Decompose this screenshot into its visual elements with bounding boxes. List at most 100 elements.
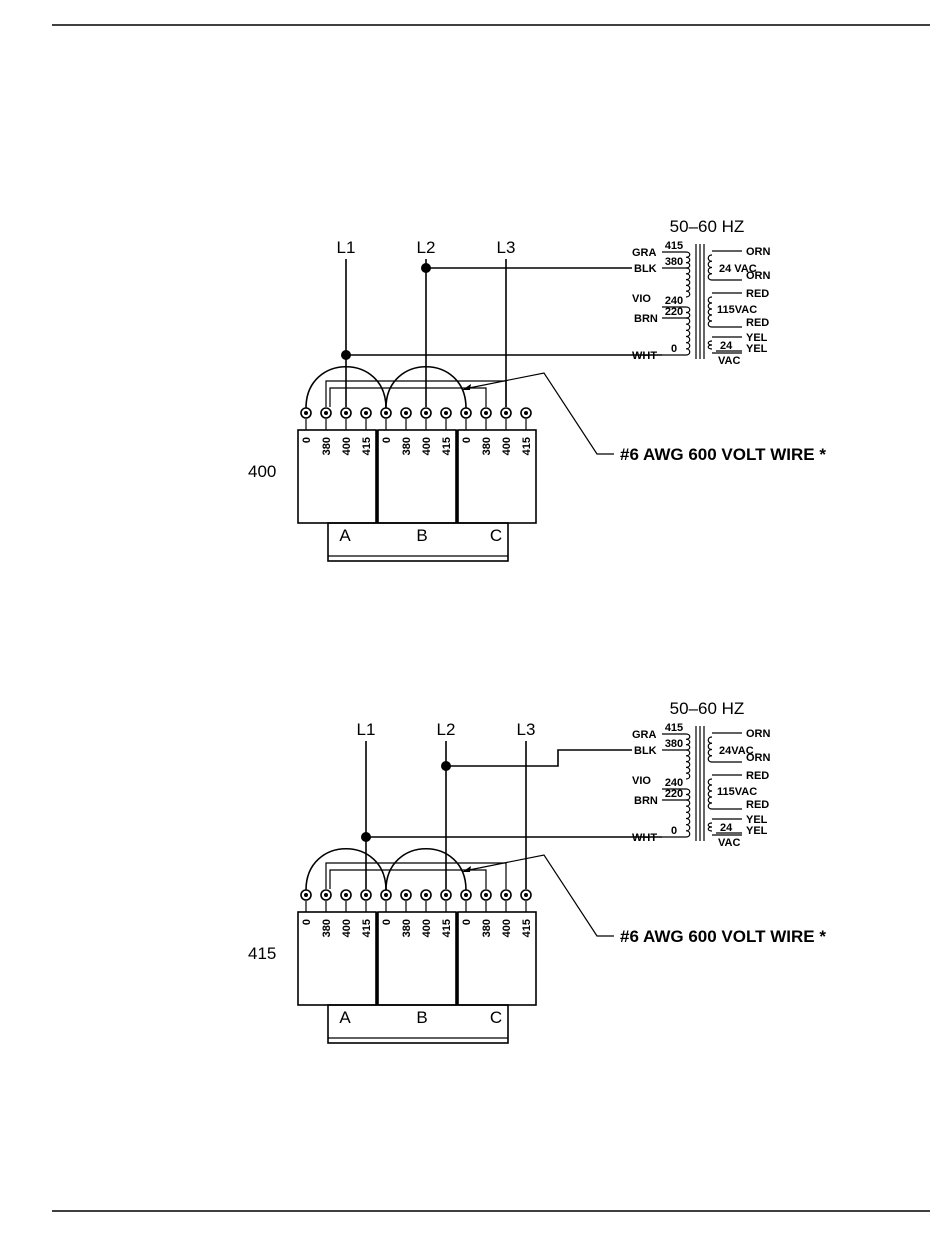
terminal-hole <box>524 893 528 897</box>
primary-coil-low <box>685 788 691 801</box>
primary-tap: 220 <box>665 788 683 800</box>
wire-note-leader <box>463 854 614 937</box>
terminal-hole <box>364 893 368 897</box>
secondary-115vac-label: 115VAC <box>717 786 757 798</box>
terminal-label: 0 <box>461 437 473 443</box>
terminal-stud <box>480 889 492 901</box>
jumper-inner <box>329 387 487 407</box>
frequency-label: 50–60 HZ <box>670 217 745 236</box>
wire-note: #6 AWG 600 VOLT WIRE * <box>620 927 826 946</box>
wire-to-blk <box>446 749 632 767</box>
secondary-color: RED <box>746 317 769 329</box>
secondary-color: YEL <box>746 825 768 837</box>
secondary-color: YEL <box>746 814 768 826</box>
primary-coil-bottom <box>685 317 691 356</box>
terminal-label: 400 <box>421 437 433 455</box>
secondary-24-label: 24 <box>720 822 733 834</box>
terminal-label: 415 <box>361 437 373 455</box>
wire-note-leader <box>463 372 614 455</box>
unit-label: B <box>416 526 427 545</box>
terminal-label: 0 <box>301 437 313 443</box>
secondary-vac-label: VAC <box>718 355 740 367</box>
primary-tap: 415 <box>665 240 683 252</box>
terminal-label: 415 <box>521 437 533 455</box>
terminal-hole <box>504 893 508 897</box>
terminal-label: 380 <box>481 437 493 455</box>
terminal-stud <box>400 889 412 901</box>
terminal-stud <box>520 889 532 901</box>
primary-coil-mid <box>685 749 691 780</box>
terminal-hole <box>364 411 368 415</box>
secondary-vac-label: VAC <box>718 837 740 849</box>
secondary-115vac-label: 115VAC <box>717 304 757 316</box>
terminal-stud <box>500 407 512 419</box>
wire-note: #6 AWG 600 VOLT WIRE * <box>620 445 826 464</box>
terminal-stud <box>320 889 332 901</box>
line-label-l3: L3 <box>517 720 536 739</box>
terminal-hole <box>404 411 408 415</box>
primary-tap: 0 <box>671 825 677 837</box>
terminal-stud <box>360 407 372 419</box>
jumper-arc-ab <box>305 847 387 891</box>
terminal-hole <box>404 893 408 897</box>
secondary-coil-24v <box>707 254 713 281</box>
terminal-label: 400 <box>341 437 353 455</box>
terminal-label: 0 <box>301 919 313 925</box>
terminal-label: 380 <box>401 919 413 937</box>
secondary-color: RED <box>746 799 769 811</box>
primary-color: BLK <box>634 263 657 275</box>
primary-color: VIO <box>632 775 651 787</box>
terminal-hole <box>384 411 388 415</box>
primary-tap: 240 <box>665 777 683 789</box>
jumper-inner <box>329 869 487 889</box>
jumper-arc-bc <box>385 847 467 891</box>
line-label-l2: L2 <box>417 238 436 257</box>
terminal-hole <box>484 411 488 415</box>
primary-color: GRA <box>632 247 657 259</box>
primary-tap: 240 <box>665 295 683 307</box>
secondary-color: ORN <box>746 728 771 740</box>
terminal-label: 0 <box>461 919 473 925</box>
secondary-color: YEL <box>746 343 768 355</box>
primary-coil-upper <box>685 733 691 751</box>
terminal-label: 415 <box>441 919 453 937</box>
terminal-stud <box>440 889 452 901</box>
unit-label: A <box>339 526 351 545</box>
primary-tap: 380 <box>665 256 683 268</box>
terminal-hole <box>324 411 328 415</box>
line-label-l1: L1 <box>357 720 376 739</box>
leader-arrowhead <box>462 866 471 872</box>
secondary-coil-24v <box>707 736 713 763</box>
frequency-label: 50–60 HZ <box>670 699 745 718</box>
secondary-color: RED <box>746 288 769 300</box>
terminal-hole <box>424 411 428 415</box>
terminal-label: 0 <box>381 437 393 443</box>
terminal-hole <box>304 893 308 897</box>
terminal-hole <box>504 411 508 415</box>
primary-color: BRN <box>634 795 658 807</box>
terminal-label: 400 <box>501 437 513 455</box>
primary-color: VIO <box>632 293 651 305</box>
secondary-24vac-label: 24 VAC <box>719 263 757 275</box>
unit-label: C <box>490 1008 502 1027</box>
secondary-coil-115v <box>707 778 713 810</box>
secondary-coil-24v-b <box>707 340 713 350</box>
jumper-outer <box>325 380 507 407</box>
terminal-hole <box>464 893 468 897</box>
terminal-label: 380 <box>321 919 333 937</box>
terminal-label: 415 <box>521 919 533 937</box>
primary-coil-bottom <box>685 799 691 838</box>
terminal-hole <box>384 893 388 897</box>
terminal-hole <box>344 411 348 415</box>
terminal-stud <box>500 889 512 901</box>
terminal-hole <box>444 893 448 897</box>
terminal-stud <box>340 407 352 419</box>
terminal-hole <box>344 893 348 897</box>
secondary-color: ORN <box>746 752 771 764</box>
terminal-stud <box>520 407 532 419</box>
terminal-label: 415 <box>441 437 453 455</box>
terminal-hole <box>324 893 328 897</box>
terminal-stud <box>320 407 332 419</box>
